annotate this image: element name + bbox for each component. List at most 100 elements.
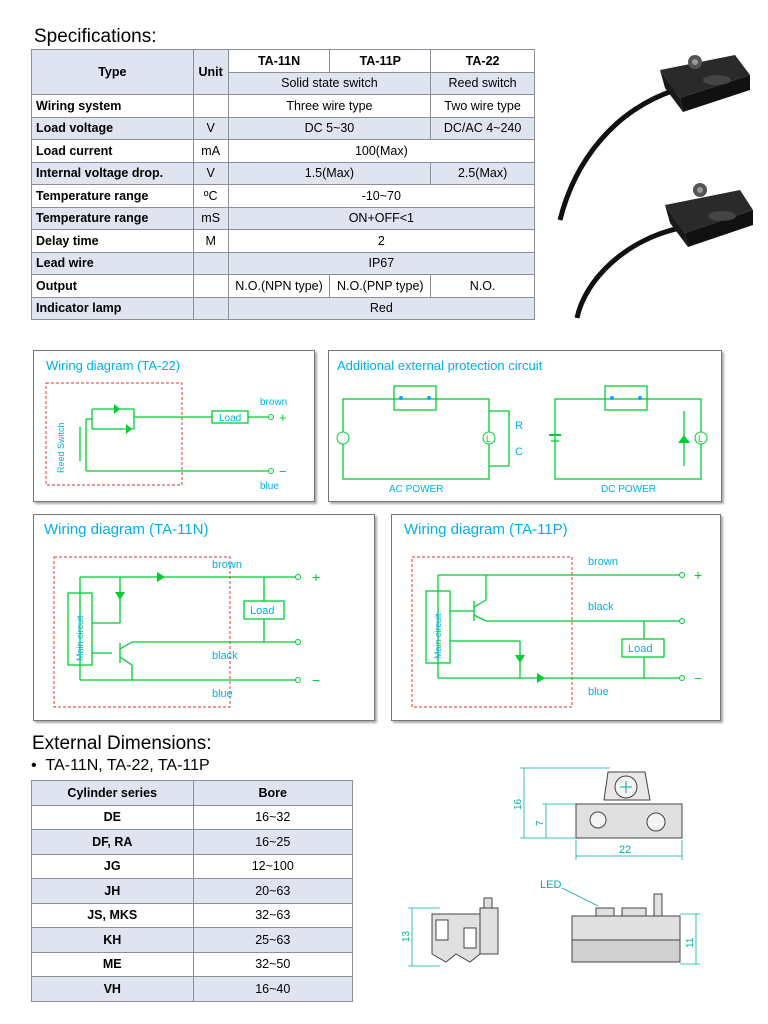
ta11n-black-label: black xyxy=(212,650,238,662)
table-row: 16~40 xyxy=(192,976,353,1002)
protection-circuit-diagram: Additional external protection circuit L… xyxy=(328,350,722,502)
row-label: Internal voltage drop. xyxy=(31,161,194,185)
protection-c-label: C xyxy=(515,446,523,458)
ta11n-brown-label: brown xyxy=(212,559,242,571)
row-unit xyxy=(192,296,229,320)
row-unit: V xyxy=(192,116,229,140)
ta11p-plus: + xyxy=(694,567,702,583)
ac-power-label: AC POWER xyxy=(389,484,443,495)
ta11p-main-circuit: Main circuit xyxy=(433,613,443,659)
row-value: Red xyxy=(227,296,536,320)
dimension-drawing-side: 13 11 LED xyxy=(401,879,700,967)
ta11n-blue-label: blue xyxy=(212,688,233,700)
ta11p-brown-label: brown xyxy=(588,556,618,568)
row-value: 2 xyxy=(227,229,536,253)
ta11p-black-label: black xyxy=(588,601,614,613)
table-row: 20~63 xyxy=(192,878,353,904)
dim-16-label: 16 xyxy=(513,798,524,810)
row-value: DC/AC 4~240 xyxy=(430,116,535,140)
row-value: IP67 xyxy=(227,251,536,275)
wiring-diagram-ta11p: Wiring diagram (TA-11P) brown black blue xyxy=(391,514,721,721)
table-row: DE xyxy=(31,804,194,830)
row-value: ON+OFF<1 xyxy=(227,206,536,230)
row-unit xyxy=(192,94,229,118)
specifications-table: Type Unit TA-11N TA-11P TA-22 Solid stat… xyxy=(31,49,536,320)
table-row: 16~32 xyxy=(192,804,353,830)
ta11p-title: Wiring diagram (TA-11P) xyxy=(404,521,568,538)
table-row: JG xyxy=(31,853,194,879)
table-row: KH xyxy=(31,927,194,953)
unit-header: Unit xyxy=(192,49,229,95)
wiring-diagram-ta11n: Wiring diagram (TA-11N) brown black blue xyxy=(33,514,375,721)
ta11n-title: Wiring diagram (TA-11N) xyxy=(44,521,208,538)
protection-l-ac: L xyxy=(486,434,491,444)
table-row: JS, MKS xyxy=(31,902,194,928)
ta22-brown-label: brown xyxy=(260,397,287,408)
row-label: Delay time xyxy=(31,229,194,253)
ta11p-minus: − xyxy=(694,670,702,686)
row-unit: ºC xyxy=(192,184,229,208)
row-unit: mS xyxy=(192,206,229,230)
row-unit: M xyxy=(192,229,229,253)
protection-l-dc: L xyxy=(698,434,703,444)
bore-header: Bore xyxy=(192,780,353,806)
ta22-load-label: Load xyxy=(219,413,241,424)
row-label: Load voltage xyxy=(31,116,194,140)
models-bullet-text: TA-11N, TA-22, TA-11P xyxy=(45,757,210,774)
cylinder-series-header: Cylinder series xyxy=(31,780,194,806)
model-ta22: TA-22 xyxy=(430,49,535,73)
ta11p-load-label: Load xyxy=(628,643,652,655)
ta22-plus: + xyxy=(279,410,287,425)
ta11n-main-circuit: Main circuit xyxy=(75,615,85,661)
model-ta11p: TA-11P xyxy=(329,49,432,73)
specifications-heading: Specifications: xyxy=(34,26,157,47)
table-row: 12~100 xyxy=(192,853,353,879)
wiring-diagram-ta22: Wiring diagram (TA-22) Load brown + blue… xyxy=(33,350,315,502)
ta22-title: Wiring diagram (TA-22) xyxy=(46,358,180,373)
sensor-product-photo xyxy=(557,55,753,319)
table-row: 32~50 xyxy=(192,951,353,977)
row-value: 1.5(Max) xyxy=(227,161,432,185)
switch-type-reed: Reed switch xyxy=(430,71,535,95)
row-value: Two wire type xyxy=(430,94,535,118)
row-unit: mA xyxy=(192,139,229,163)
switch-type-solid: Solid state switch xyxy=(227,71,432,95)
dimension-drawing-top: 16 7 22 xyxy=(513,767,683,860)
ta11n-plus: + xyxy=(312,569,320,585)
row-label: Temperature range xyxy=(31,184,194,208)
led-label: LED xyxy=(540,879,561,891)
model-ta11n: TA-11N xyxy=(227,49,331,73)
row-value: N.O. xyxy=(430,274,535,298)
ta11p-blue-label: blue xyxy=(588,686,609,698)
table-row: 32~63 xyxy=(192,902,353,928)
row-value: Three wire type xyxy=(227,94,432,118)
protection-title: Additional external protection circuit xyxy=(337,358,543,373)
protection-r-label: R xyxy=(515,420,523,432)
dc-power-label: DC POWER xyxy=(601,484,656,495)
row-label: Output xyxy=(31,274,194,298)
table-row: ME xyxy=(31,951,194,977)
row-label: Lead wire xyxy=(31,251,194,275)
row-value: -10~70 xyxy=(227,184,536,208)
row-label: Wiring system xyxy=(31,94,194,118)
ta22-reed-label: Reed Switch xyxy=(56,422,66,473)
row-value: N.O.(NPN type) xyxy=(227,274,331,298)
models-bullet: • TA-11N, TA-22, TA-11P xyxy=(31,757,210,775)
ta22-minus: − xyxy=(279,464,287,479)
row-label: Indicator lamp xyxy=(31,296,194,320)
row-value: DC 5~30 xyxy=(227,116,432,140)
row-unit: V xyxy=(192,161,229,185)
table-row: VH xyxy=(31,976,194,1002)
row-value: N.O.(PNP type) xyxy=(329,274,432,298)
dim-22-label: 22 xyxy=(619,844,631,856)
table-row: JH xyxy=(31,878,194,904)
row-value: 2.5(Max) xyxy=(430,161,535,185)
row-label: Load current xyxy=(31,139,194,163)
table-row: 25~63 xyxy=(192,927,353,953)
type-header: Type xyxy=(31,49,194,95)
dim-7-label: 7 xyxy=(535,820,546,826)
table-row: 16~25 xyxy=(192,829,353,855)
dim-11-label: 11 xyxy=(685,937,696,948)
table-row: DF, RA xyxy=(31,829,194,855)
